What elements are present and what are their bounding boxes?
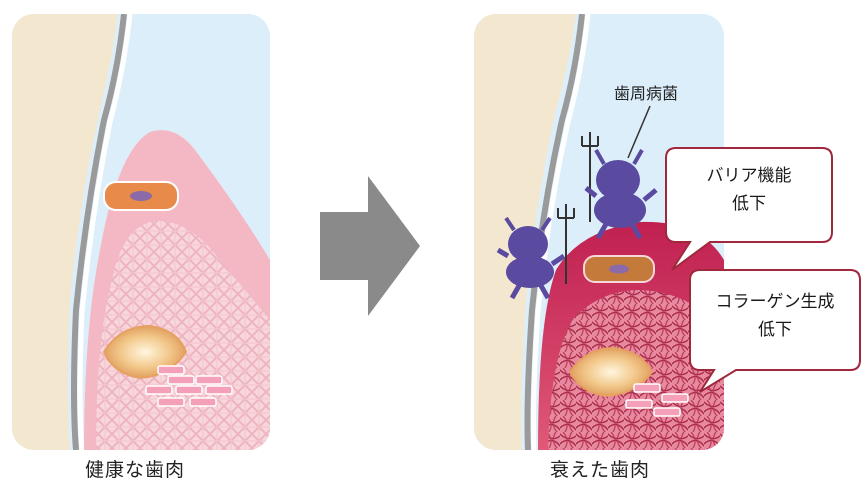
bacteria-label: 歯周病菌 <box>614 80 678 104</box>
healthy-gum-panel <box>12 14 270 450</box>
arrow-right-icon <box>320 176 420 316</box>
barrier-callout-text: バリア機能 低下 <box>668 162 830 218</box>
barrier-line2: 低下 <box>668 190 830 218</box>
collagen-line1: コラーゲン生成 <box>692 288 858 316</box>
weakened-caption: 衰えた歯肉 <box>550 455 650 482</box>
collagen-line2: 低下 <box>692 316 858 344</box>
healthy-caption: 健康な歯肉 <box>85 455 185 482</box>
barrier-line1: バリア機能 <box>668 162 830 190</box>
collagen-callout-text: コラーゲン生成 低下 <box>692 288 858 344</box>
